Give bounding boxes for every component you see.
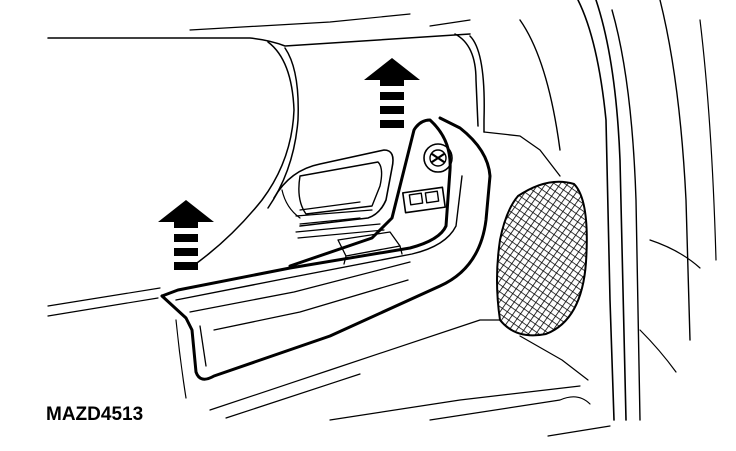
- figure-reference-code: MAZD4513: [46, 404, 144, 425]
- arrow-up-icon: [364, 58, 420, 86]
- door-pillar: [519, 0, 717, 437]
- speaker-grille: [496, 180, 588, 337]
- upper-lift-arrow: [364, 58, 420, 128]
- lower-lift-arrow: [158, 200, 214, 270]
- door-panel-outline: [189, 33, 561, 269]
- window-switch-cluster: [337, 143, 453, 265]
- armrest-switch-panel: [160, 116, 492, 381]
- lower-trim-lines: [47, 287, 591, 421]
- door-handle-cup: [273, 149, 394, 239]
- arrow-up-icon: [158, 200, 214, 228]
- door-top-edge: [47, 13, 471, 47]
